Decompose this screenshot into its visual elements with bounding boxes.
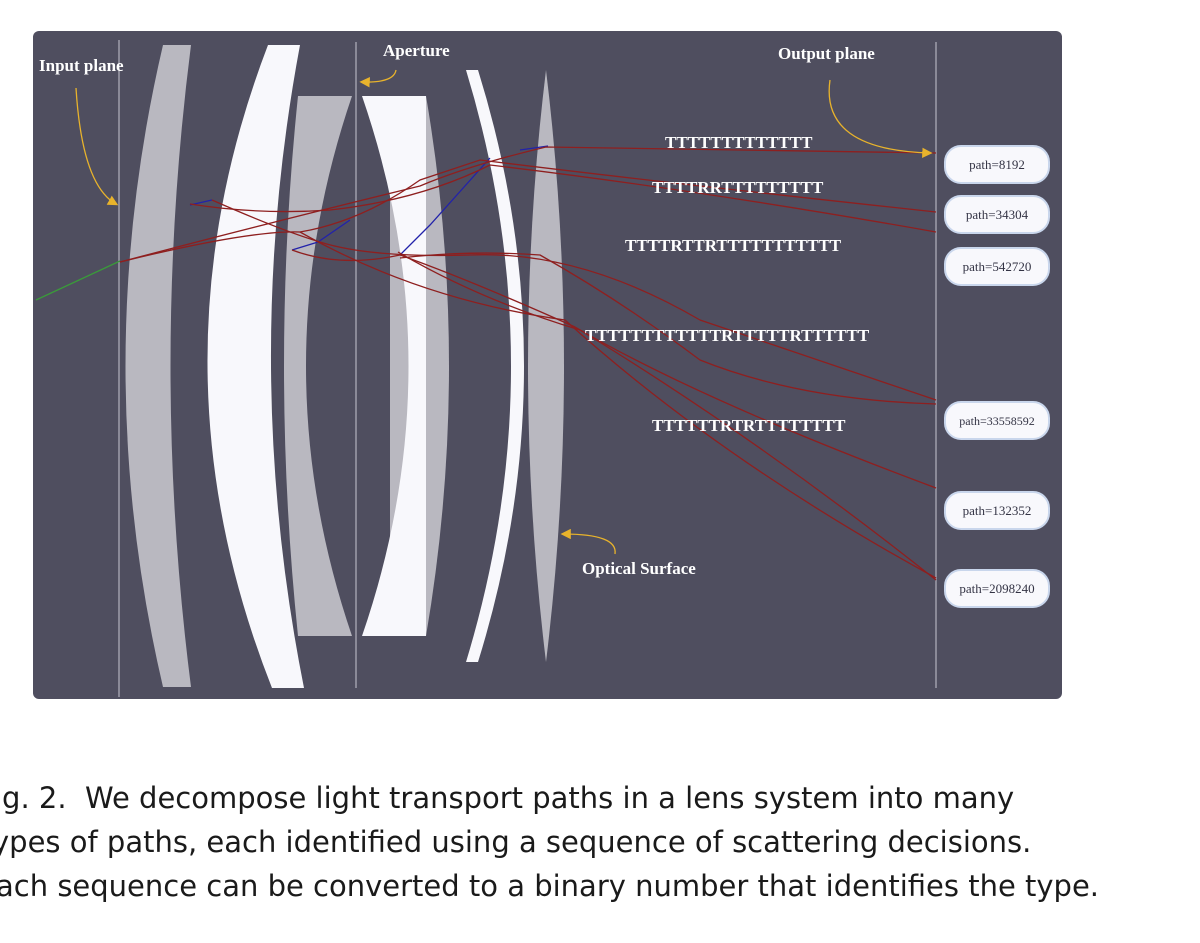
caption-line-3: ach sequence can be converted to a binar… xyxy=(0,869,1100,903)
ray-path-f xyxy=(299,231,937,579)
aperture-arrow xyxy=(359,69,397,88)
sequence-label: TTTTTTTTTTTTT xyxy=(665,133,813,152)
sequence-label: TTTTRTTRTTTTTTTTTTT xyxy=(625,236,842,255)
caption-line-2: ypes of paths, each identified using a s… xyxy=(0,825,1032,859)
ray-segment-blue-3 xyxy=(399,157,491,256)
incident-ray xyxy=(35,260,121,301)
path-badge: path=542720 xyxy=(944,247,1050,286)
ray-segment-blue-4 xyxy=(519,145,549,151)
ray-path-b xyxy=(119,159,937,263)
optical-surface-arrow xyxy=(560,528,616,555)
ray-paths xyxy=(35,145,937,581)
ray-path-c xyxy=(189,164,937,233)
figure-caption: ig. 2. We decompose light transport path… xyxy=(0,776,1200,908)
caption-line-1: ig. 2. We decompose light transport path… xyxy=(0,781,1015,815)
lens-system-figure: Input plane Aperture Output plane Optica… xyxy=(33,31,1062,699)
ray-path-d xyxy=(211,199,937,401)
lens-element-6 xyxy=(528,70,564,662)
path-badge-label: path=8192 xyxy=(969,157,1025,172)
input-plane-arrow xyxy=(75,87,119,206)
lens-element-5 xyxy=(466,70,524,662)
path-badge-label: path=132352 xyxy=(963,503,1032,518)
lens-element-1 xyxy=(125,45,191,687)
ray-path-a xyxy=(119,146,937,263)
path-badge-label: path=33558592 xyxy=(959,414,1034,428)
lens-element-3 xyxy=(284,96,352,636)
path-badge: path=2098240 xyxy=(944,569,1050,608)
lens-element-4-white xyxy=(362,96,426,636)
ray-path-h xyxy=(399,252,937,405)
aperture-label: Aperture xyxy=(383,41,450,60)
ray-path-g xyxy=(397,251,937,581)
output-plane-arrow xyxy=(828,79,933,158)
input-plane-label: Input plane xyxy=(39,56,124,75)
path-badge: path=34304 xyxy=(944,195,1050,234)
sequence-label: TTTTRRTTTTTTTTT xyxy=(652,178,824,197)
path-badge-label: path=34304 xyxy=(966,207,1029,222)
ray-path-e xyxy=(291,249,937,489)
path-badge-label: path=542720 xyxy=(963,259,1032,274)
lens-element-2 xyxy=(207,45,304,688)
annotation-arrows xyxy=(75,69,933,555)
output-plane-label: Output plane xyxy=(778,44,875,63)
path-badge: path=132352 xyxy=(944,491,1050,530)
sequence-label: TTTTTTTTTTTTRTTTTTRTTTTTT xyxy=(585,326,870,345)
sequence-label: TTTTTTRTRTTTTTTTT xyxy=(652,416,846,435)
path-badge: path=33558592 xyxy=(944,401,1050,440)
path-badge-label: path=2098240 xyxy=(959,581,1034,596)
path-badge: path=8192 xyxy=(944,145,1050,184)
optical-surface-label: Optical Surface xyxy=(582,559,696,578)
